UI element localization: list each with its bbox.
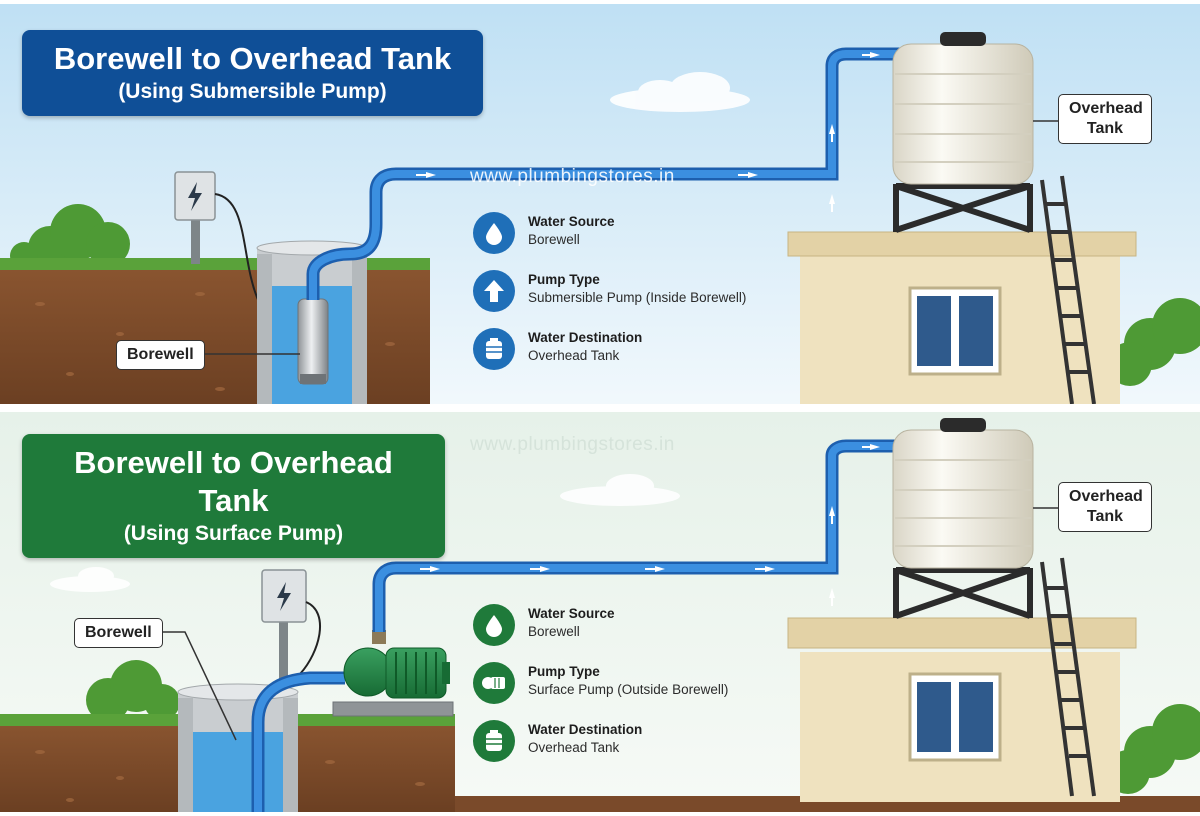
info-water-destination: Water Destination Overhead Tank [473, 720, 773, 778]
building-roof [787, 231, 1137, 257]
bush-right [1108, 298, 1200, 386]
surface-scene [0, 412, 1200, 812]
borewell-label: Borewell [116, 340, 205, 370]
submersible-scene [0, 4, 1200, 404]
info-water-source: Water Source Borewell [473, 604, 773, 662]
lightning-icon [188, 182, 202, 211]
flow-arrows [416, 52, 880, 212]
borewell-water [193, 732, 283, 812]
info-water-source: Water Source Borewell [473, 212, 773, 270]
bush-left [10, 204, 130, 270]
tank-stand [893, 183, 1033, 233]
bush-left [86, 660, 180, 722]
lightning-icon [277, 582, 291, 611]
soil-stones [35, 292, 395, 391]
borewell-leader-line [158, 631, 237, 741]
soil-stones [35, 750, 425, 802]
tank-icon [473, 720, 515, 762]
subtitle: (Using Surface Pump) [123, 522, 344, 545]
info-pump-type: Pump Type Submersible Pump (Inside Borew… [473, 270, 773, 328]
water-drop-icon [473, 604, 515, 646]
cloud [610, 72, 750, 112]
overhead-tank-label: Overhead Tank [1058, 94, 1152, 144]
ladder [1040, 557, 1096, 797]
control-cable [299, 601, 322, 675]
title-banner: Borewell to Overhead Tank (Using Surface… [22, 434, 445, 558]
submersible-pump-panel: Borewell to Overhead Tank (Using Submers… [0, 4, 1200, 404]
flow-arrows [420, 444, 880, 606]
tank-icon [473, 328, 515, 370]
borewell-label: Borewell [74, 618, 163, 648]
info-list: Water Source Borewell Pump Type Surface … [473, 604, 773, 778]
title-banner: Borewell to Overhead Tank (Using Submers… [22, 30, 483, 116]
cloud [50, 474, 680, 592]
control-pole [191, 218, 200, 264]
title: Borewell to Overhead Tank [53, 41, 452, 76]
title: Borewell to Overhead Tank [74, 445, 393, 518]
pump-base [332, 701, 454, 717]
subtitle: (Using Submersible Pump) [118, 80, 387, 103]
watermark: www.plumbingstores.in [470, 166, 675, 187]
ladder [1040, 175, 1096, 404]
control-pole [279, 620, 288, 700]
pump-icon [473, 662, 515, 704]
submersible-pump [297, 298, 329, 385]
tank-stand [893, 567, 1033, 619]
tank-lid [940, 418, 986, 432]
info-list: Water Source Borewell Pump Type Submersi… [473, 212, 773, 386]
tank-lid [940, 32, 986, 46]
building-roof [787, 617, 1137, 649]
surface-pump [343, 630, 450, 699]
watermark: www.plumbingstores.in [470, 434, 675, 455]
info-water-destination: Water Destination Overhead Tank [473, 328, 773, 386]
water-drop-icon [473, 212, 515, 254]
water-tank [892, 429, 1034, 569]
up-arrow-icon [473, 270, 515, 312]
surface-pump-panel: Borewell to Overhead Tank (Using Surface… [0, 412, 1200, 812]
overhead-tank-label: Overhead Tank [1058, 482, 1152, 532]
info-pump-type: Pump Type Surface Pump (Outside Borewell… [473, 662, 773, 720]
